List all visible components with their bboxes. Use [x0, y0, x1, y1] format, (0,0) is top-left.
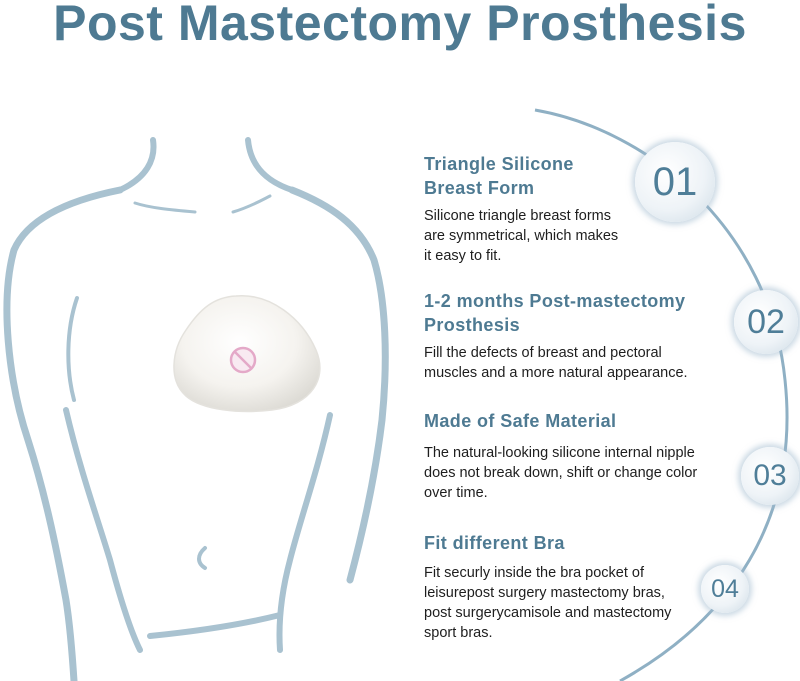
body-line: it easy to fit.: [424, 248, 502, 264]
section-body: Fill the defects of breast and pectoral …: [424, 343, 724, 383]
body-line: Fit securly inside the bra pocket of: [424, 565, 645, 581]
step-badge-03: 03: [741, 447, 799, 505]
step-badge-04: 04: [701, 565, 749, 613]
body-line: The natural-looking silicone internal ni…: [424, 445, 695, 461]
breast-form-image: [173, 295, 321, 413]
section-heading: 1-2 months Post-mastectomy Prosthesis: [424, 289, 724, 337]
heading-line: Triangle Silicone: [424, 154, 574, 174]
body-line: leisurepost surgery mastectomy bras,: [424, 585, 665, 601]
body-line: post surgerycamisole and mastectomy: [424, 605, 672, 621]
body-line: Silicone triangle breast forms: [424, 208, 611, 224]
section-fit-bra: Fit different Bra Fit securly inside the…: [424, 531, 724, 643]
body-line: sport bras.: [424, 625, 493, 641]
body-line: muscles and a more natural appearance.: [424, 365, 688, 381]
step-badge-02: 02: [734, 290, 798, 354]
torso-outline: [3, 137, 389, 681]
heading-line: 1-2 months Post-mastectomy: [424, 291, 686, 311]
section-body: Fit securly inside the bra pocket of lei…: [424, 563, 724, 643]
section-heading: Made of Safe Material: [424, 409, 744, 433]
heading-line: Fit different Bra: [424, 533, 565, 553]
page-title: Post Mastectomy Prosthesis: [53, 0, 747, 51]
section-safe-material: Made of Safe Material The natural-lookin…: [424, 409, 744, 503]
step-badge-01: 01: [635, 142, 715, 222]
heading-line: Prosthesis: [424, 315, 521, 335]
body-line: does not break down, shift or change col…: [424, 465, 698, 481]
section-heading: Fit different Bra: [424, 531, 724, 555]
body-line: Fill the defects of breast and pectoral: [424, 345, 662, 361]
navel-mark: [197, 546, 207, 570]
section-body: The natural-looking silicone internal ni…: [424, 443, 744, 503]
section-triangle-silicone: Triangle Silicone Breast Form Silicone t…: [424, 152, 664, 266]
body-line: over time.: [424, 485, 488, 501]
section-post-mastectomy: 1-2 months Post-mastectomy Prosthesis Fi…: [424, 289, 724, 383]
heading-line: Breast Form: [424, 178, 535, 198]
body-line: are symmetrical, which makes: [424, 228, 619, 244]
section-body: Silicone triangle breast forms are symme…: [424, 206, 664, 266]
section-heading: Triangle Silicone Breast Form: [424, 152, 664, 200]
heading-line: Made of Safe Material: [424, 411, 617, 431]
